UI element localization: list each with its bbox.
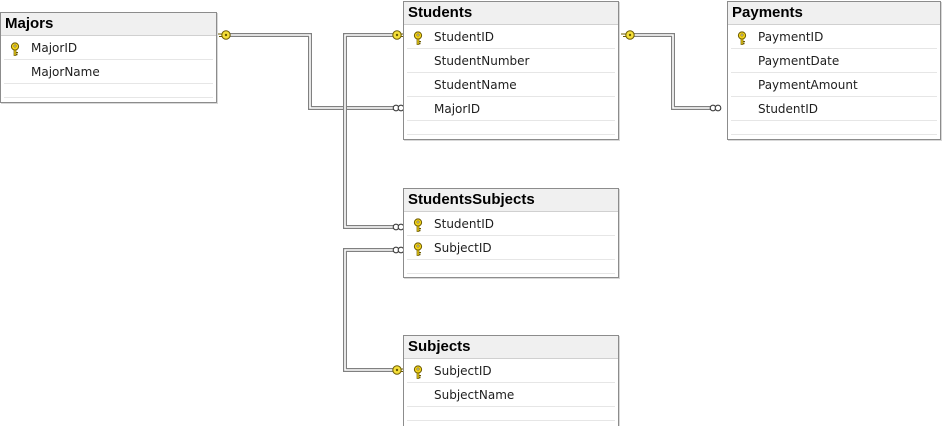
- empty-row: [407, 122, 615, 135]
- table-majors[interactable]: Majors MajorID MajorName: [0, 12, 217, 103]
- table-students[interactable]: Students StudentID StudentNumber Student…: [403, 1, 619, 140]
- table-title[interactable]: Subjects: [404, 336, 618, 359]
- primary-key-icon: [736, 30, 748, 45]
- column-name: PaymentDate: [758, 54, 840, 68]
- one-end-key-icon: [621, 30, 635, 40]
- column-name: SubjectID: [434, 241, 492, 255]
- column-row-paymentdate[interactable]: PaymentDate: [731, 50, 937, 73]
- column-row-majorname[interactable]: MajorName: [4, 61, 213, 84]
- column-name: SubjectName: [434, 388, 515, 402]
- relationship-line-majors-students[interactable]: [222, 33, 395, 110]
- table-title[interactable]: Students: [404, 2, 618, 25]
- empty-row: [4, 85, 213, 98]
- column-row-studentnumber[interactable]: StudentNumber: [407, 50, 615, 73]
- primary-key-icon: [412, 364, 424, 379]
- table-title[interactable]: Payments: [728, 2, 940, 25]
- relationship-line-subjects-studentssubjects[interactable]: [343, 248, 395, 372]
- column-name: StudentName: [434, 78, 517, 92]
- column-name: PaymentAmount: [758, 78, 858, 92]
- primary-key-icon: [412, 217, 424, 232]
- column-name: StudentID: [434, 217, 495, 231]
- column-name: MajorID: [31, 41, 78, 55]
- empty-row: [407, 408, 615, 421]
- column-row-studentid[interactable]: StudentID: [731, 98, 937, 121]
- column-row-studentid[interactable]: StudentID: [407, 26, 615, 49]
- column-name: MajorID: [434, 102, 481, 116]
- empty-row: [731, 122, 937, 135]
- table-subjects[interactable]: Subjects SubjectID SubjectName: [403, 335, 619, 426]
- column-name: StudentNumber: [434, 54, 530, 68]
- column-row-studentid[interactable]: StudentID: [407, 213, 615, 236]
- column-row-majorid[interactable]: MajorID: [407, 98, 615, 121]
- table-studentssubjects[interactable]: StudentsSubjects StudentID SubjectID: [403, 188, 619, 278]
- column-name: PaymentID: [758, 30, 824, 44]
- table-title[interactable]: Majors: [1, 13, 216, 36]
- column-row-studentname[interactable]: StudentName: [407, 74, 615, 97]
- column-row-subjectid[interactable]: SubjectID: [407, 237, 615, 260]
- column-row-subjectid[interactable]: SubjectID: [407, 360, 615, 383]
- primary-key-icon: [412, 241, 424, 256]
- column-row-paymentid[interactable]: PaymentID: [731, 26, 937, 49]
- column-row-majorid[interactable]: MajorID: [4, 37, 213, 60]
- relationship-line-students-studentssubjects[interactable]: [343, 33, 395, 229]
- column-row-paymentamount[interactable]: PaymentAmount: [731, 74, 937, 97]
- many-end-infinity-icon: [709, 104, 722, 112]
- column-name: StudentID: [434, 30, 495, 44]
- one-end-key-icon: [217, 30, 231, 40]
- table-title[interactable]: StudentsSubjects: [404, 189, 618, 212]
- primary-key-icon: [412, 30, 424, 45]
- primary-key-icon: [9, 41, 21, 56]
- relationship-line-students-payments[interactable]: [626, 33, 712, 110]
- column-name: MajorName: [31, 65, 100, 79]
- empty-row: [407, 261, 615, 274]
- column-name: SubjectID: [434, 364, 492, 378]
- column-name: StudentID: [758, 102, 819, 116]
- column-row-subjectname[interactable]: SubjectName: [407, 384, 615, 407]
- table-payments[interactable]: Payments PaymentID PaymentDate PaymentAm…: [727, 1, 941, 140]
